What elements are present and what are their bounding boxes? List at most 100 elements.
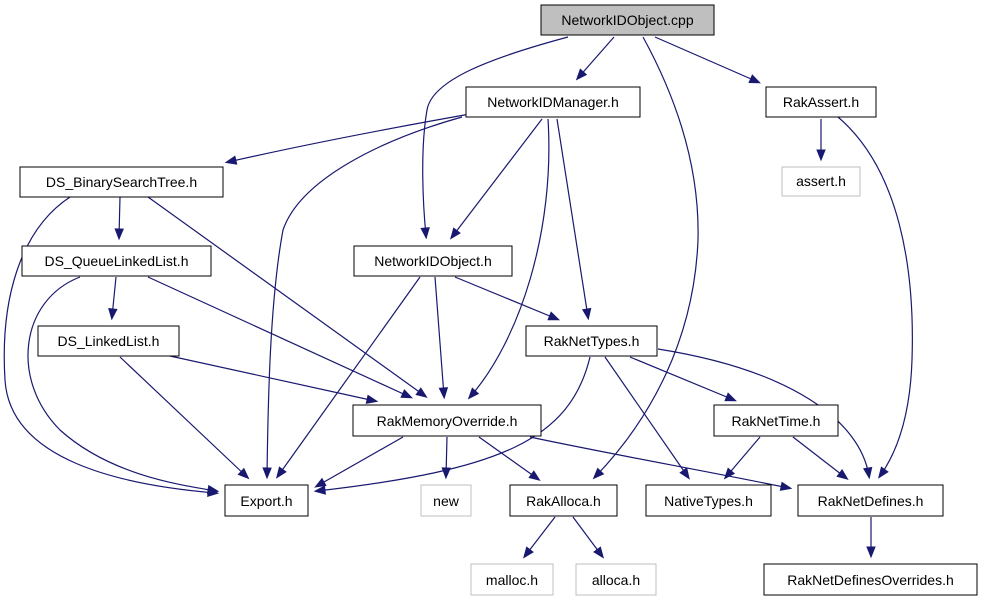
- edge-cpp-nidobject-h: [420, 36, 569, 240]
- edge-nidobject-raknettypes: [454, 276, 561, 321]
- edge-queue-export: [27, 276, 220, 495]
- node-new[interactable]: new: [420, 484, 472, 517]
- edge-line: [629, 356, 735, 401]
- edge-line: [594, 36, 699, 478]
- node-label: NativeTypes.h: [664, 493, 753, 509]
- edge-line: [454, 276, 558, 320]
- node-alloca-h[interactable]: alloca.h: [575, 563, 657, 596]
- edge-arrowhead: [593, 546, 605, 559]
- edge-arrowhead: [262, 467, 272, 480]
- edge-raknettypes-nativetypes: [604, 356, 690, 480]
- node-networkidmanager-h[interactable]: NetworkIDManager.h: [465, 86, 641, 118]
- edge-arrowhead: [547, 311, 561, 321]
- edge-arrowhead: [836, 469, 849, 481]
- edge-queue-memory: [147, 276, 414, 399]
- edge-line: [147, 276, 411, 398]
- node-label: RakAssert.h: [783, 94, 859, 110]
- edge-arrowhead: [866, 546, 876, 559]
- node-malloc-h[interactable]: malloc.h: [470, 563, 554, 596]
- edge-bst-queue: [114, 196, 124, 241]
- edge-nidobject-export: [276, 276, 421, 479]
- edge-cpp-manager: [575, 36, 615, 81]
- edge-memory-rakalloca: [478, 436, 541, 481]
- edge-rakalloca-alloca: [572, 516, 605, 559]
- edge-raknettypes-export: [313, 356, 591, 495]
- edge-manager-export: [262, 116, 463, 480]
- node-raknetdefinesoverrides-h[interactable]: RakNetDefinesOverrides.h: [763, 563, 978, 596]
- edge-queue-linkedlist: [108, 276, 118, 321]
- node-label: RakNetTime.h: [732, 413, 821, 429]
- edge-arrowhead: [878, 466, 889, 479]
- edge-rakassert-assert: [816, 119, 826, 162]
- edge-arrowhead: [679, 467, 690, 480]
- edge-bst-memory: [147, 196, 428, 398]
- edge-cpp-rakalloca: [592, 36, 699, 480]
- node-raknettime-h[interactable]: RakNetTime.h: [713, 404, 839, 437]
- node-rakmemoryoverride-h[interactable]: RakMemoryOverride.h: [352, 404, 542, 437]
- edge-arrowhead: [467, 387, 480, 400]
- edge-arrowhead: [400, 389, 414, 399]
- node-label: NetworkIDObject.h: [374, 253, 491, 269]
- node-ds-binarysearchtree-h[interactable]: DS_BinarySearchTree.h: [19, 166, 224, 198]
- node-ds-queuelinkedlist-h[interactable]: DS_QueueLinkedList.h: [21, 245, 212, 277]
- node-export-h[interactable]: Export.h: [224, 484, 309, 517]
- edge-arrowhead: [449, 227, 461, 240]
- edge-line: [478, 436, 539, 480]
- edge-rakalloca-malloc: [522, 516, 556, 559]
- edge-manager-raknettypes: [556, 118, 592, 321]
- edge-arrowhead: [420, 227, 430, 240]
- node-ds-linkedlist-h[interactable]: DS_LinkedList.h: [37, 325, 180, 357]
- node-label: Export.h: [240, 493, 292, 509]
- edge-line: [316, 436, 404, 487]
- edge-raknettime-nativetypes: [723, 436, 761, 480]
- edge-layer: [3, 36, 913, 559]
- edge-arrowhead: [581, 307, 592, 321]
- node-label: DS_LinkedList.h: [58, 333, 160, 349]
- edge-arrowhead: [415, 387, 428, 398]
- edge-arrowhead: [575, 68, 588, 81]
- edge-arrowhead: [522, 546, 534, 559]
- edge-arrowhead: [816, 149, 826, 162]
- edge-line: [169, 355, 376, 402]
- edge-arrowhead: [862, 466, 873, 480]
- edge-arrowhead: [441, 467, 451, 480]
- edge-line: [556, 118, 589, 318]
- edge-line: [657, 348, 870, 477]
- edge-manager-memory: [467, 118, 550, 400]
- edge-line: [451, 118, 543, 238]
- edge-arrowhead: [592, 467, 605, 480]
- edge-line: [604, 356, 689, 478]
- node-label: RakNetTypes.h: [544, 333, 640, 349]
- node-label: new: [433, 493, 460, 509]
- edge-linkedlist-export: [119, 356, 250, 480]
- node-rakassert-h[interactable]: RakAssert.h: [765, 86, 877, 118]
- edge-memory-export: [314, 436, 404, 488]
- edge-line: [3, 196, 217, 494]
- edge-arrowhead: [114, 228, 124, 241]
- node-raknetdefines-h[interactable]: RakNetDefines.h: [797, 484, 944, 517]
- node-label: RakNetDefinesOverrides.h: [787, 572, 954, 588]
- edge-line: [27, 276, 217, 492]
- edge-manager-bst: [224, 113, 471, 165]
- edge-line: [837, 116, 913, 477]
- edge-arrowhead: [314, 477, 327, 488]
- node-rakalloca-h[interactable]: RakAlloca.h: [509, 484, 618, 517]
- node-assert-h[interactable]: assert.h: [781, 166, 861, 197]
- edge-raknettypes-defines: [657, 348, 873, 480]
- edge-line: [266, 116, 463, 477]
- node-label: RakAlloca.h: [526, 493, 601, 509]
- edge-arrowhead: [313, 485, 326, 495]
- node-raknettypes-h[interactable]: RakNetTypes.h: [525, 325, 658, 357]
- node-nativetypes-h[interactable]: NativeTypes.h: [645, 484, 772, 517]
- node-label: DS_QueueLinkedList.h: [45, 253, 189, 269]
- edge-arrowhead: [206, 484, 220, 495]
- node-networkidobject-cpp[interactable]: NetworkIDObject.cpp: [540, 4, 715, 36]
- edge-arrowhead: [276, 466, 287, 479]
- node-label: RakNetDefines.h: [818, 493, 924, 509]
- node-networkidobject-h[interactable]: NetworkIDObject.h: [353, 245, 513, 277]
- edge-arrowhead: [438, 387, 449, 400]
- node-label: DS_BinarySearchTree.h: [46, 174, 197, 190]
- edge-raknettypes-raknettime: [629, 356, 738, 402]
- edge-arrowhead: [237, 467, 250, 480]
- edge-arrowhead: [365, 394, 379, 404]
